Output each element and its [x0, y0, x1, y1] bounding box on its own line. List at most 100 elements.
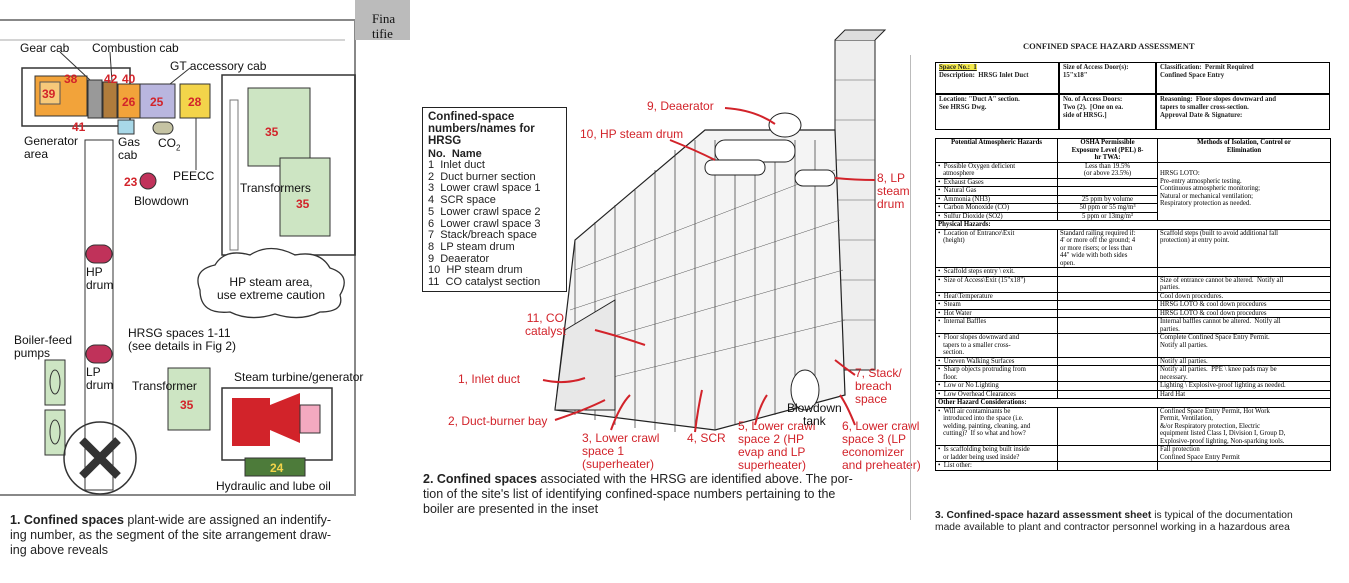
- hazard-cell: • Sharp objects protruding from floor.: [935, 365, 1058, 382]
- control-method-cell: [1157, 267, 1331, 277]
- label-hrsg-spaces: HRSG spaces 1-11 (see details in Fig 2): [128, 326, 237, 353]
- assessment-title: CONFINED SPACE HAZARD ASSESSMENT: [1023, 41, 1195, 51]
- caption-3-text: is typical of the documentation made ava…: [935, 510, 1293, 533]
- space-number-28: 28: [188, 95, 202, 109]
- control-method-cell: Scaffold steps (built to avoid additiona…: [1157, 228, 1331, 268]
- inset-list: 1 Inlet duct 2 Duct burner section 3 Low…: [428, 159, 541, 289]
- space-number-41: 41: [72, 120, 86, 134]
- column-header: Potential Atmospheric Hazards: [935, 138, 1058, 163]
- callout-2-duct-burner-bay: 2, Duct-burner bay: [448, 414, 548, 428]
- inset-item: 7 Stack/breach space: [428, 229, 537, 242]
- caption-1: 1. Confined spaces plant-wide are assign…: [10, 513, 410, 558]
- space-number-35-b: 35: [296, 197, 310, 211]
- column-header: OSHA Permissible Exposure Level (PEL) 8-…: [1057, 138, 1158, 163]
- section-title: Other Hazard Considerations:: [935, 398, 1331, 408]
- space-number-35-c: 35: [180, 398, 194, 412]
- physical-hazard-row: • Hot Water HRSG LOTO & cool down procedu…: [935, 308, 1331, 318]
- caption-2: 2. Confined spaces associated with the H…: [423, 472, 903, 517]
- label-hydraulic-lube-oil: Hydraulic and lube oil: [216, 479, 331, 493]
- inset-item: 3 Lower crawl space 1: [428, 182, 541, 195]
- space-number-24: 24: [270, 461, 284, 475]
- control-method-cell: Cool down procedures.: [1157, 291, 1331, 301]
- pel-cell: [1057, 356, 1158, 366]
- hazard-cell: • Low Overhead Clearances: [935, 389, 1058, 399]
- physical-hazard-row: • Location of Entrance\Exit (height)Stan…: [935, 228, 1331, 268]
- physical-hazard-row: • Floor slopes downward and tapers to a …: [935, 333, 1331, 358]
- header-location: Location: "Duct A" section. See HRSG Dwg…: [935, 94, 1059, 130]
- callout-6-lower-crawl-3: 6, Lower crawl space 3 (LP economizer an…: [842, 419, 921, 472]
- hazard-cell: • Possible Oxygen deficient atmosphere: [935, 161, 1058, 179]
- space-number-38: 38: [64, 72, 78, 86]
- caption-1-bold: 1. Confined spaces: [10, 513, 124, 527]
- label-steam-turbine: Steam turbine/generator: [234, 370, 364, 384]
- inset-header: No. Name: [428, 148, 482, 160]
- inset-item: 11 CO catalyst section: [428, 276, 541, 289]
- label-hp-drum: HP drum: [86, 265, 114, 292]
- pel-cell: [1057, 406, 1158, 446]
- panel-1-site-arrangement: Fina tifie Gear cab Combustion cab GT ac…: [0, 0, 410, 583]
- pel-cell: [1057, 300, 1158, 310]
- label-lp-drum: LP drum: [86, 365, 114, 392]
- column-header: Methods of Isolation, Control or Elimina…: [1157, 138, 1331, 163]
- control-method-cell: Internal baffles cannot be altered. Noti…: [1157, 317, 1331, 334]
- pel-cell: [1057, 461, 1158, 471]
- label-hp-steam-caution: HP steam area, use extreme caution: [216, 275, 326, 302]
- pel-cell: [1057, 389, 1158, 399]
- space-number-23: 23: [124, 175, 138, 189]
- header-classification: Classification: Permit Required Confined…: [1156, 62, 1330, 94]
- pel-cell: [1057, 291, 1158, 301]
- pel-cell: [1057, 445, 1158, 462]
- control-method-cell: Notify all parties. PPE \ knee pads may …: [1157, 365, 1331, 382]
- label-generator-area: Generator area: [24, 134, 79, 161]
- label-gear-cab: Gear cab: [20, 41, 70, 55]
- control-method-cell: Lighting \ Explosive-proof lighting as n…: [1157, 381, 1331, 391]
- section-row: Physical Hazards:: [935, 220, 1331, 230]
- pel-cell: Standard railing required if: 4' or more…: [1057, 228, 1158, 268]
- inset-title: Confined-space numbers/names for HRSG: [428, 111, 535, 147]
- space-number-39: 39: [42, 87, 56, 101]
- pel-cell: Less than 19.5% (or above 23.5%): [1057, 161, 1158, 179]
- callout-3-lower-crawl-1: 3, Lower crawl space 1 (superheater): [582, 431, 660, 471]
- hazard-cell: • Is scaffolding being built inside or l…: [935, 445, 1058, 462]
- space-number-25: 25: [150, 95, 164, 109]
- pel-cell: [1057, 365, 1158, 382]
- hazard-cell: • Carbon Monoxide (CO): [935, 203, 1058, 213]
- label-combustion-cab: Combustion cab: [92, 41, 179, 55]
- hazard-cell: • Floor slopes downward and tapers to a …: [935, 333, 1058, 358]
- hazard-cell: • Heat\Temperature: [935, 291, 1058, 301]
- label-gt-accessory-cab: GT accessory cab: [170, 59, 267, 73]
- control-method-cell: HRSG LOTO & cool down procedures: [1157, 308, 1331, 318]
- physical-hazard-row: • Heat\Temperature Cool down procedures.: [935, 291, 1331, 301]
- hazard-cell: • Hot Water: [935, 308, 1058, 318]
- panel-3-hazard-assessment: CONFINED SPACE HAZARD ASSESSMENT Space N…: [915, 0, 1349, 583]
- header-reasoning: Reasoning: Floor slopes downward and tap…: [1156, 94, 1330, 130]
- hazard-cell: • Uneven Walking Surfaces: [935, 356, 1058, 366]
- other-hazard-row: • Will air contaminants be introduced in…: [935, 406, 1331, 446]
- callout-11-co-catalyst: 11, CO catalyst: [525, 311, 566, 338]
- site-arrangement-drawing: [0, 0, 410, 496]
- other-hazard-row: • Is scaffolding being built inside or l…: [935, 445, 1331, 462]
- label-transformers: Transformers: [240, 181, 311, 195]
- pel-cell: 5 ppm or 13mg/m³: [1057, 211, 1158, 221]
- hazard-cell: • Steam: [935, 300, 1058, 310]
- label-co2: CO2: [158, 136, 181, 153]
- control-method-cell: Complete Confined Space Entry Permit. No…: [1157, 333, 1331, 358]
- header-size-access: Size of Access Door(s): 15"x18": [1059, 62, 1156, 94]
- control-method-cell: HRSG LOTO: Pre-entry atmospheric testing…: [1157, 161, 1331, 221]
- callout-5-lower-crawl-2: 5, Lower crawl space 2 (HP evap and LP s…: [738, 419, 816, 472]
- inset-item: 10 HP steam drum: [428, 264, 523, 277]
- pel-cell: [1057, 275, 1158, 293]
- hazard-cell: • Internal Baffles: [935, 317, 1058, 334]
- other-hazard-row: • List other:: [935, 461, 1331, 471]
- control-method-cell: Fall protection Confined Space Entry Per…: [1157, 445, 1331, 462]
- inset-item: 1 Inlet duct: [428, 159, 485, 171]
- callout-9-deaerator: 9, Deaerator: [647, 99, 714, 113]
- header-space-no: Space No.: 1 Description: HRSG Inlet Duc…: [935, 62, 1059, 94]
- pel-cell: [1057, 177, 1158, 187]
- callout-10-hp-steam-drum: 10, HP steam drum: [580, 127, 684, 141]
- hazard-cell: • Low or No Lighting: [935, 381, 1058, 391]
